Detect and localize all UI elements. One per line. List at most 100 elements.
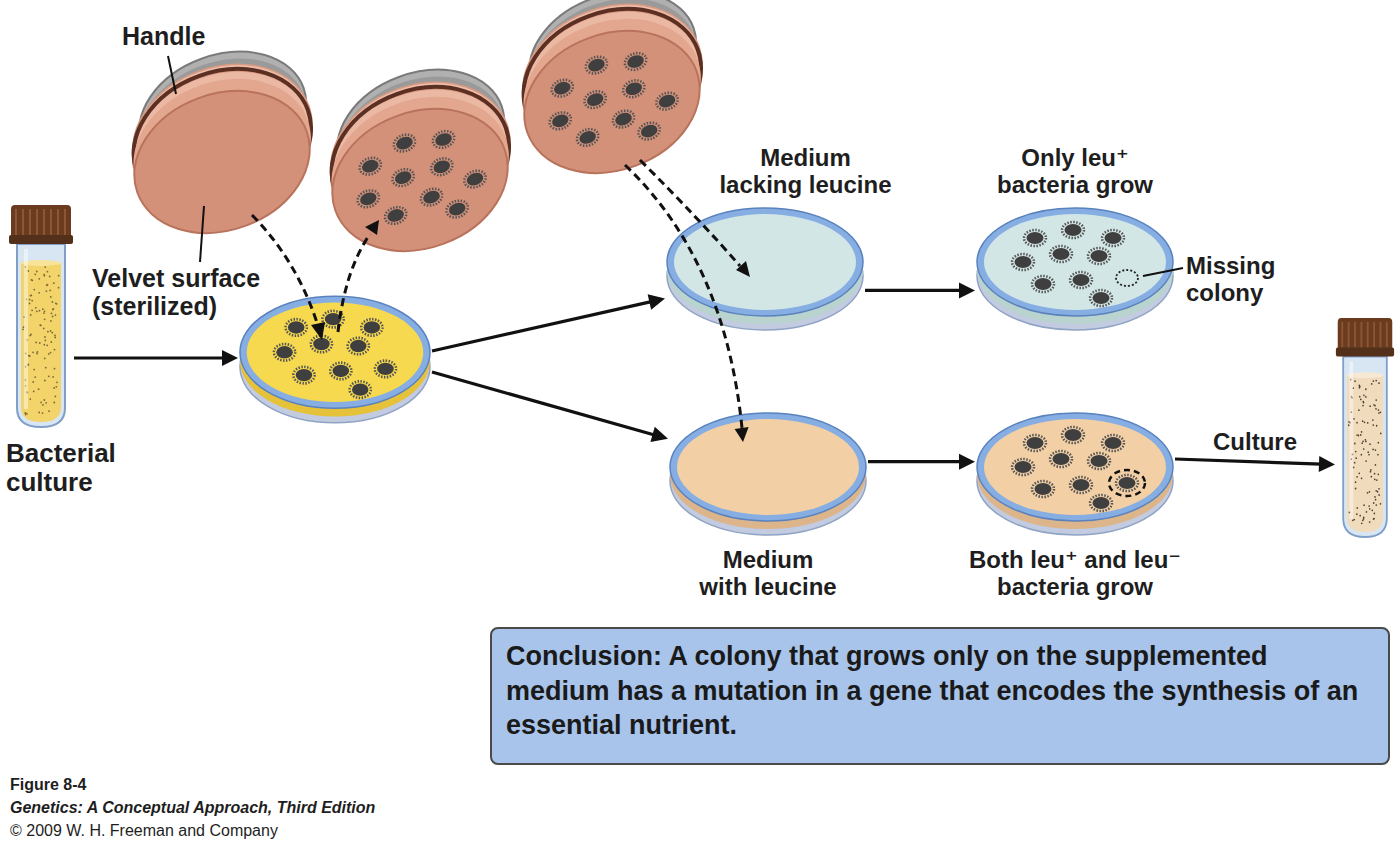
bacteria-dot [43, 328, 45, 330]
velvet-surface [504, 7, 720, 196]
colony-core [1027, 232, 1044, 244]
colony [1088, 248, 1110, 264]
arrow-line [74, 356, 224, 359]
bacteria-dot [29, 398, 31, 400]
colony [375, 361, 396, 378]
bacteria-dot [54, 335, 56, 337]
callout-label: Velvet surface (sterilized) [92, 264, 332, 321]
bacteria-dot [1367, 451, 1369, 453]
agar-surface [247, 303, 424, 403]
colony [636, 120, 662, 143]
petri-dish-node: Medium lacking leucine [665, 200, 865, 335]
glass-highlight [1350, 361, 1354, 519]
arrow-line [432, 372, 655, 435]
bacteria-dot [28, 355, 30, 357]
colony [383, 204, 409, 227]
bacteria-dot [35, 342, 37, 344]
arrowhead [959, 454, 975, 470]
petri-dish-node: Only leu⁺ bacteria grow [975, 200, 1175, 335]
bacteria-dot [1358, 472, 1360, 474]
colony-core [1053, 248, 1070, 260]
cap-ridge [43, 209, 45, 235]
culture-tube-node [1335, 318, 1395, 540]
bacteria-dot [1354, 443, 1356, 445]
bacteria-dot [37, 351, 39, 353]
bacteria-dot [1367, 422, 1369, 424]
bacteria-dot [1375, 449, 1377, 451]
bacteria-dot [53, 282, 55, 284]
colony [429, 155, 455, 178]
flow-arrow [432, 372, 668, 442]
bacteria-dot [1376, 425, 1378, 427]
bacteria-dot [1377, 454, 1379, 456]
colony-halo [293, 367, 314, 384]
colony [357, 155, 383, 178]
bacteria-dot [46, 290, 48, 292]
bacteria-dot [32, 381, 34, 383]
figure-number: Figure 8-4 [10, 776, 410, 794]
colony [293, 367, 314, 384]
bacteria-dot [39, 324, 41, 326]
bacteria-dot [1377, 491, 1379, 493]
colony-core [296, 369, 312, 381]
dish-rim [977, 208, 1173, 316]
bacteria-dot [29, 335, 31, 337]
colony-core [1015, 461, 1032, 473]
bacteria-dot [1365, 396, 1367, 398]
tube-glass [17, 244, 65, 427]
bacteria-dot [1368, 454, 1370, 456]
colony [582, 88, 608, 111]
colony-halo [1090, 290, 1112, 306]
bacteria-dot [30, 295, 32, 297]
colony-halo [375, 361, 396, 378]
bacteria-dot [1373, 518, 1375, 520]
velvet-stamp [300, 47, 539, 274]
bacteria-dot [1354, 462, 1356, 464]
bacteria-dot [53, 308, 55, 310]
bacteria-dot [1348, 424, 1350, 426]
colony-core [1119, 477, 1136, 489]
bacteria-dot [1361, 454, 1363, 456]
velvet-stamp [102, 29, 341, 256]
cap-ridge [36, 209, 38, 235]
colony-core [1053, 453, 1070, 465]
handle-top [511, 0, 715, 145]
bacteria-dot [1375, 408, 1377, 410]
colony-halo [348, 338, 369, 355]
colony-halo [330, 363, 351, 380]
bacteria-dot [50, 330, 52, 332]
cap-ridge [22, 209, 24, 235]
colony-halo [1050, 246, 1072, 262]
bacteria-dot [54, 349, 56, 351]
bacteria-dot [1364, 421, 1366, 423]
petri-dish [665, 200, 865, 335]
bacteria-dot [50, 320, 52, 322]
bacteria-dot [1356, 422, 1358, 424]
cap-ridge [1367, 322, 1369, 348]
colony-core [1065, 429, 1082, 441]
colony-halo [1090, 495, 1112, 511]
bacteria-dot [1371, 476, 1373, 478]
bacteria-dot [1363, 402, 1365, 404]
bacteria-dot [50, 352, 52, 354]
bacteria-dot [36, 310, 38, 312]
colony-core [288, 321, 304, 333]
arrow-line [865, 289, 961, 292]
culture-tube-node: Bacterial culture [8, 205, 74, 430]
colony [621, 77, 647, 100]
colony-core [1105, 232, 1122, 244]
bacteria-dot [1378, 412, 1380, 414]
bacteria-dot [52, 301, 54, 303]
colony-core [276, 346, 292, 358]
colony [1070, 272, 1092, 288]
velvet-surface [114, 67, 330, 256]
rubber-band [113, 45, 331, 237]
bacteria-dot [52, 376, 54, 378]
arrow-line [432, 302, 651, 351]
bacteria-dot [1375, 380, 1377, 382]
bacteria-dot [52, 316, 54, 318]
bacteria-dot [1369, 443, 1371, 445]
bacteria-dot [1359, 385, 1361, 387]
colony-halo [1032, 481, 1054, 497]
culture-tube [1335, 318, 1395, 540]
